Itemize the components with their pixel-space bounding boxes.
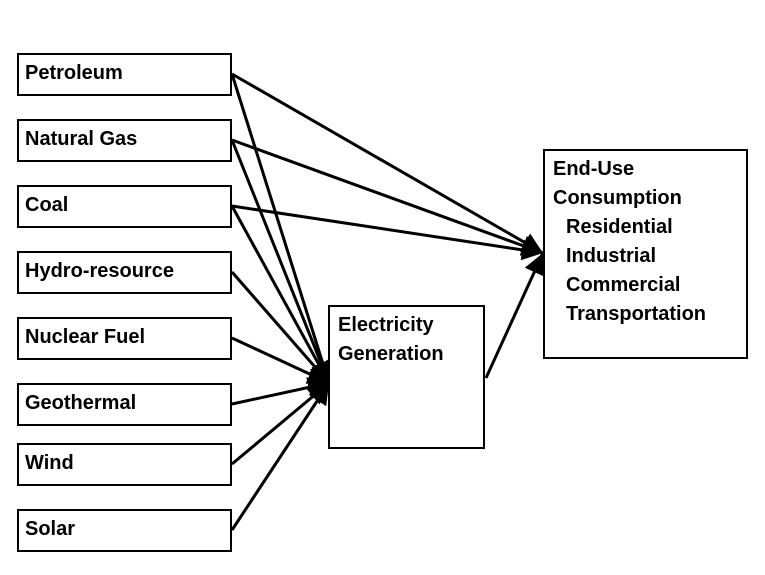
- source-label: Coal: [25, 194, 69, 216]
- arrow-wind-to-generation: [231, 381, 330, 466]
- arrow-coal-to-generation: [230, 205, 331, 384]
- end-use-title-line-2: Consumption: [553, 187, 682, 209]
- arrow-nuclear-to-generation: [231, 336, 330, 385]
- arrow-solar-to-generation: [230, 382, 331, 531]
- source-box-geothermal: Geothermal: [17, 383, 232, 426]
- source-label: Natural Gas: [25, 128, 138, 150]
- source-label: Wind: [25, 452, 74, 474]
- arrow-natural-gas-to-end-use: [231, 138, 544, 256]
- source-label: Geothermal: [25, 392, 137, 414]
- end-use-consumption-box: End-Use Consumption Residential Industri…: [543, 149, 748, 359]
- arrow-coal-to-end-use: [231, 204, 544, 261]
- source-label: Petroleum: [25, 62, 123, 84]
- generation-label-line-2: Generation: [338, 343, 444, 365]
- arrow-generation-to-end-use: [484, 252, 545, 379]
- source-label: Hydro-resource: [25, 260, 174, 282]
- end-use-title-line-1: End-Use: [553, 158, 635, 180]
- source-label: Solar: [25, 518, 76, 540]
- source-box-solar: Solar: [17, 509, 232, 552]
- source-box-coal: Coal: [17, 185, 232, 228]
- arrow-petroleum-to-generation: [230, 73, 333, 384]
- sector-transportation: Transportation: [566, 303, 707, 325]
- arrow-hydro-to-generation: [230, 271, 331, 384]
- arrow-petroleum-to-end-use: [231, 72, 544, 255]
- source-box-petroleum: Petroleum: [17, 53, 232, 96]
- sector-industrial: Industrial: [566, 245, 657, 267]
- sector-commercial: Commercial: [566, 274, 681, 296]
- sector-residential: Residential: [566, 216, 673, 238]
- source-box-nuclear-fuel: Nuclear Fuel: [17, 317, 232, 360]
- generation-label-line-1: Electricity: [338, 314, 434, 336]
- source-box-hydro-resource: Hydro-resource: [17, 251, 232, 294]
- electricity-generation-box: Electricity Generation: [328, 305, 485, 449]
- source-label: Nuclear Fuel: [25, 326, 146, 348]
- source-box-natural-gas: Natural Gas: [17, 119, 232, 162]
- arrow-natural-gas-to-generation: [230, 139, 331, 384]
- source-box-wind: Wind: [17, 443, 232, 486]
